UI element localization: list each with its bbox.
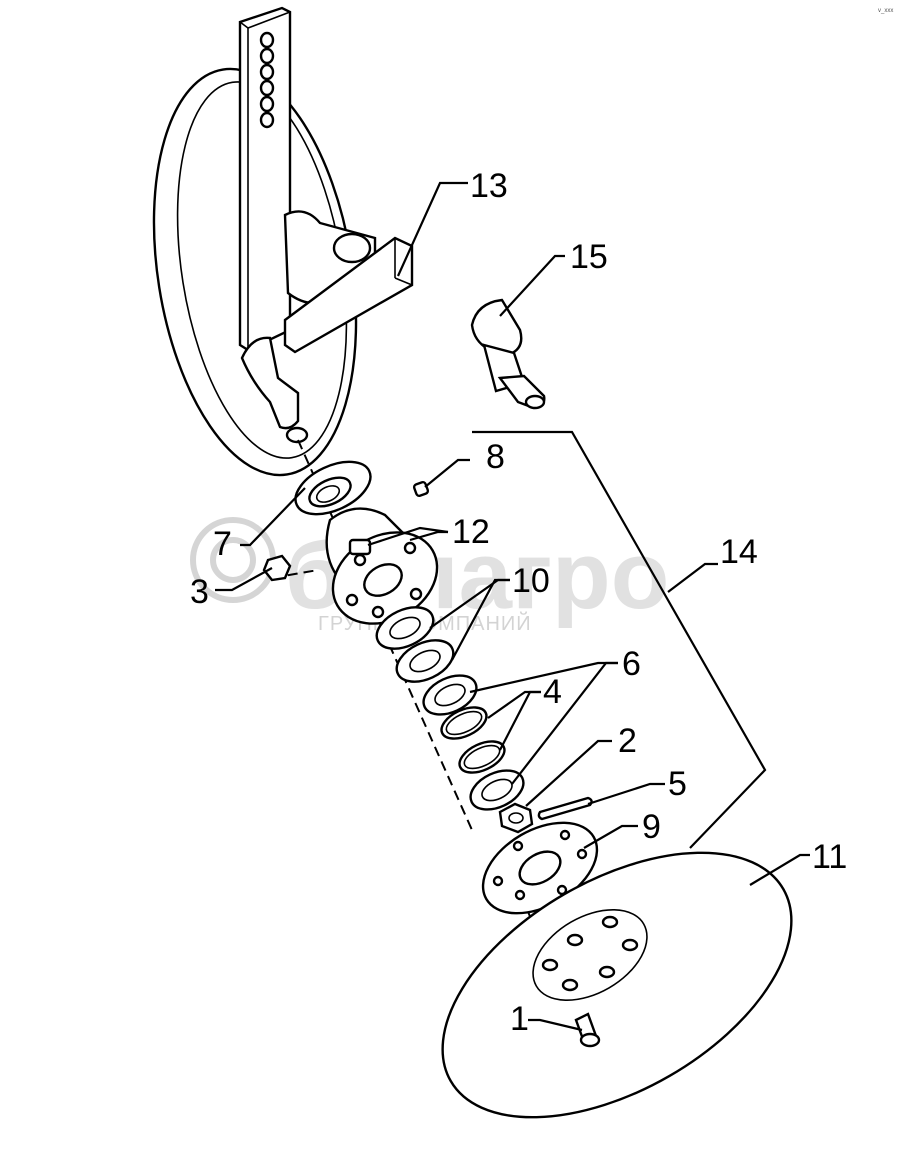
part-4-rings bbox=[440, 706, 506, 774]
arm-holes bbox=[259, 31, 275, 129]
callout-10: 10 bbox=[512, 562, 550, 600]
part-13-frame-assembly bbox=[152, 6, 414, 477]
callout-14: 14 bbox=[720, 533, 758, 571]
arm-spindle bbox=[240, 336, 300, 430]
hub-housing-face bbox=[332, 232, 372, 264]
callout-4: 4 bbox=[543, 673, 562, 711]
group-bracket-14 bbox=[472, 430, 767, 849]
callout-9: 9 bbox=[642, 808, 661, 846]
part-6-cups bbox=[422, 674, 525, 811]
part-5-pin bbox=[537, 796, 593, 821]
part-7-seal bbox=[294, 460, 372, 516]
corner-note: v_xxx bbox=[878, 8, 893, 14]
spindle-tip bbox=[285, 426, 309, 444]
part-10-bearings bbox=[375, 606, 455, 683]
watermark-logo-inner-icon bbox=[210, 537, 256, 583]
part-2-castle-nut bbox=[498, 802, 534, 834]
leader-lines bbox=[215, 181, 810, 1032]
callout-6: 6 bbox=[622, 645, 641, 683]
callout-11: 11 bbox=[812, 838, 847, 876]
callout-labels: 1 2 3 4 5 6 7 8 9 10 11 12 13 14 15 bbox=[190, 167, 847, 1038]
part-8-bolt bbox=[412, 480, 430, 498]
part-15-spindle bbox=[470, 298, 546, 410]
callout-13: 13 bbox=[470, 167, 508, 205]
callout-15: 15 bbox=[570, 238, 608, 276]
part-11-disc bbox=[441, 851, 793, 1119]
callout-12: 12 bbox=[452, 513, 490, 551]
callout-2: 2 bbox=[618, 722, 637, 760]
callout-8: 8 bbox=[486, 438, 505, 476]
part-1-bolt bbox=[574, 1012, 601, 1048]
callout-5: 5 bbox=[668, 765, 687, 803]
part-3-nut bbox=[262, 554, 292, 582]
callout-3: 3 bbox=[190, 573, 209, 611]
callout-7: 7 bbox=[213, 525, 232, 563]
callout-1: 1 bbox=[510, 1000, 529, 1038]
